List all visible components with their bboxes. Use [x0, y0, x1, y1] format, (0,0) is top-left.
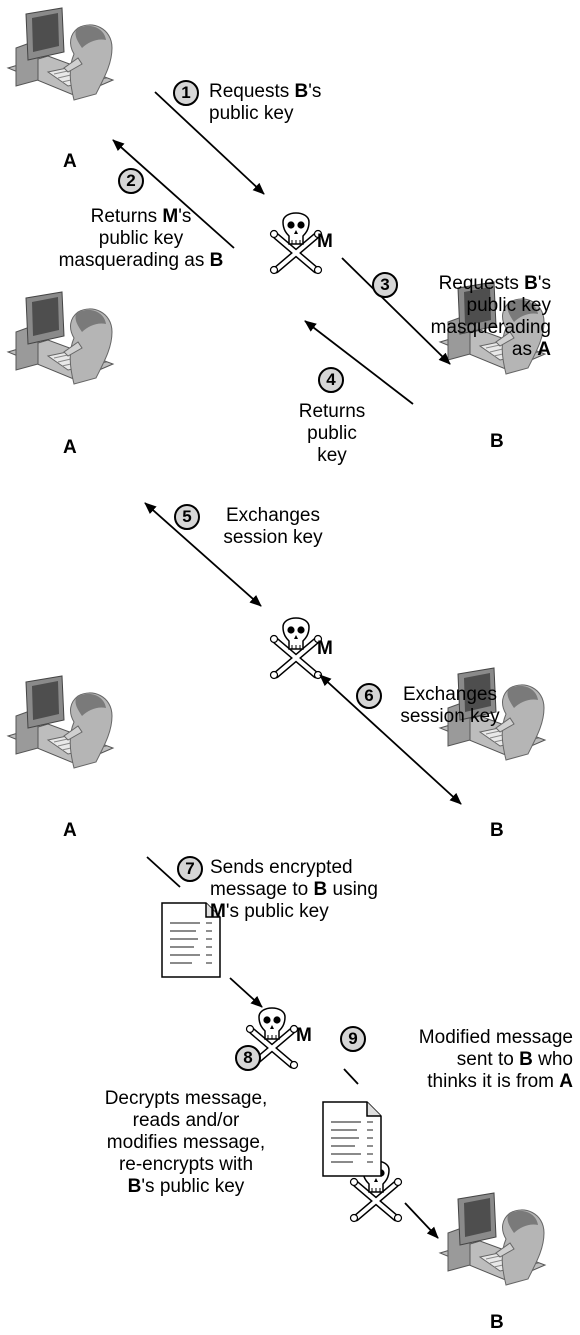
bold-term: M [162, 206, 179, 227]
arrow-step-1 [154, 91, 265, 195]
node-label-b-1: B [490, 431, 504, 452]
node-label-m-1: M [317, 231, 333, 252]
arrow-step-3 [341, 257, 451, 365]
node-label-b-2: B [490, 820, 504, 841]
step-6-badge: 6 [356, 683, 382, 709]
arrow-step-6 [319, 674, 462, 805]
step-1-badge: 1 [173, 80, 199, 106]
bold-term: B [524, 273, 538, 294]
attacker-skull-2-icon [271, 618, 322, 679]
step-7-badge: 7 [177, 856, 203, 882]
arrow-step-5 [144, 502, 262, 607]
computer-b-3-icon [439, 1192, 546, 1286]
node-label-m-3: M [296, 1025, 312, 1046]
modified-document-icon [322, 1101, 382, 1177]
bold-term: B [294, 81, 309, 102]
computer-a-2-icon [7, 291, 114, 385]
arrow-step-9a [343, 1068, 359, 1085]
arrow-step-7b [229, 977, 263, 1008]
node-label-a-2: A [63, 437, 77, 458]
node-label-a-1: A [63, 151, 77, 172]
arrow-step-9b [404, 1202, 439, 1239]
bold-term: B [209, 250, 224, 271]
bold-term: A [537, 339, 551, 360]
computer-a-1-icon [7, 7, 114, 101]
step-8-badge: 8 [235, 1045, 261, 1071]
bold-term: B [313, 879, 328, 900]
bold-term: A [559, 1071, 573, 1092]
step-3-badge: 3 [372, 272, 398, 298]
node-label-a-3: A [63, 820, 77, 841]
bold-term: B [519, 1049, 533, 1070]
bold-term: B [127, 1176, 142, 1197]
computer-a-3-icon [7, 675, 114, 769]
step-4-badge: 4 [318, 367, 344, 393]
arrow-step-4 [304, 320, 414, 405]
arrow-step-2 [112, 139, 235, 249]
step-9-badge: 9 [340, 1026, 366, 1052]
step-5-badge: 5 [174, 504, 200, 530]
attacker-skull-1-icon [271, 213, 322, 274]
node-label-b-3: B [490, 1312, 504, 1333]
step-2-badge: 2 [118, 168, 144, 194]
bold-term: M [210, 901, 226, 922]
arrow-step-7a [146, 856, 181, 888]
node-label-m-2: M [317, 638, 333, 659]
